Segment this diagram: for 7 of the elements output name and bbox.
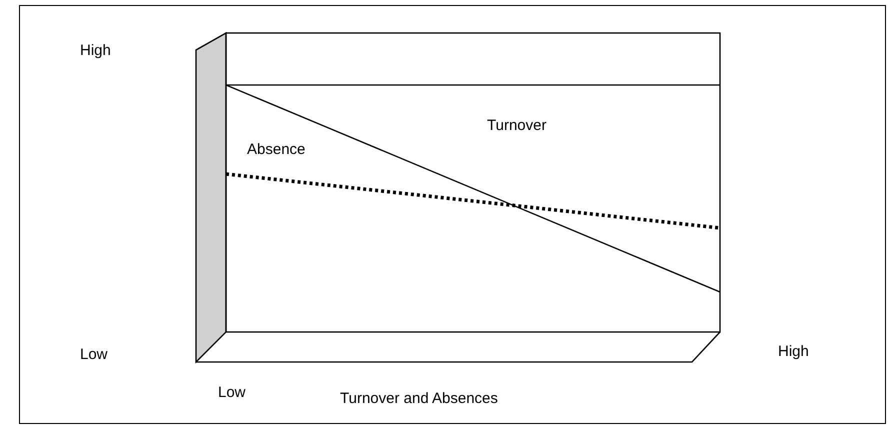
axis-label: Low (218, 384, 246, 402)
line-label: Absence (247, 141, 306, 159)
axis-label: Low (80, 346, 108, 364)
axis-label: High (80, 42, 111, 60)
line-label: Turnover (487, 117, 546, 135)
axis-title: Turnover and Absences (340, 390, 498, 408)
axis-label: High (778, 343, 809, 361)
